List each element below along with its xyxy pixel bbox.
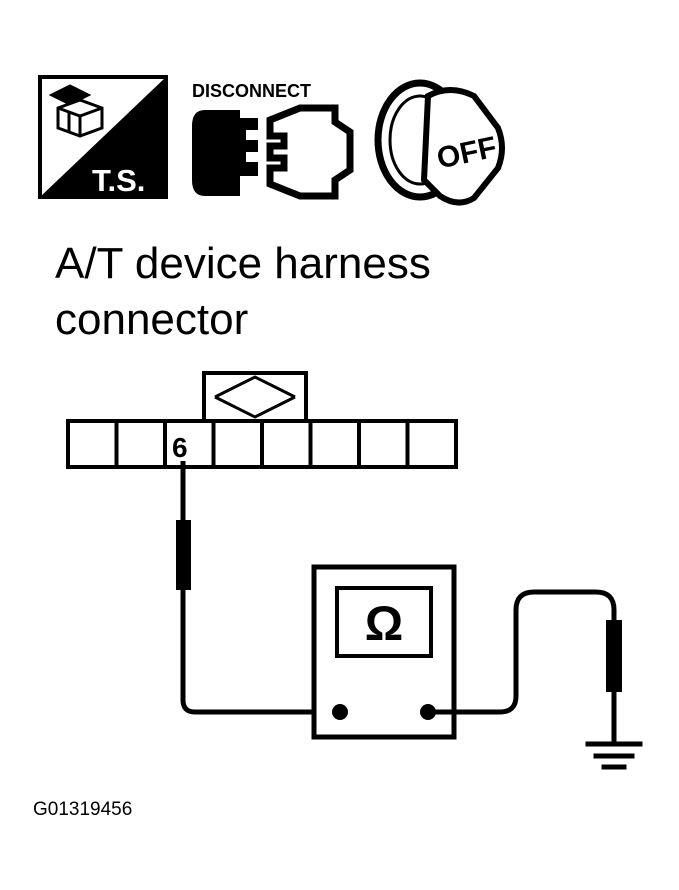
figure-id: G01319456 bbox=[33, 799, 132, 820]
test-lead-right bbox=[428, 589, 622, 742]
terminal-row bbox=[66, 419, 458, 469]
terminal-cavity bbox=[308, 419, 361, 469]
ground-icon bbox=[585, 741, 643, 770]
ignition-key-icon: OFF bbox=[374, 79, 505, 206]
probe-right bbox=[606, 620, 622, 692]
ts-icon: T.S. bbox=[38, 75, 168, 199]
terminal-cavity bbox=[405, 419, 458, 469]
connector-lock-tab bbox=[202, 371, 308, 423]
test-lead-left bbox=[176, 461, 337, 715]
terminal-cavity bbox=[357, 419, 410, 469]
harness-connector: 6 bbox=[66, 371, 458, 469]
ohm-symbol: Ω bbox=[365, 598, 403, 651]
toolbox-icon bbox=[48, 84, 104, 138]
terminal-6-label: 6 bbox=[172, 432, 188, 463]
terminal-cavity bbox=[114, 419, 167, 469]
disconnect-icon: DISCONNECT bbox=[192, 81, 354, 200]
heading-line-1: A/T device harness bbox=[55, 239, 431, 288]
probe-left bbox=[176, 520, 191, 590]
meter-terminal-left bbox=[332, 704, 348, 720]
terminal-cavity bbox=[260, 419, 313, 469]
ohmmeter: Ω bbox=[311, 564, 457, 740]
ohmmeter-display bbox=[335, 586, 433, 658]
terminal-cavity bbox=[66, 419, 119, 469]
terminal-cavity bbox=[211, 419, 264, 469]
ts-label: T.S. bbox=[92, 163, 145, 198]
disconnect-label: DISCONNECT bbox=[192, 81, 311, 101]
heading-line-2: connector bbox=[55, 295, 248, 344]
